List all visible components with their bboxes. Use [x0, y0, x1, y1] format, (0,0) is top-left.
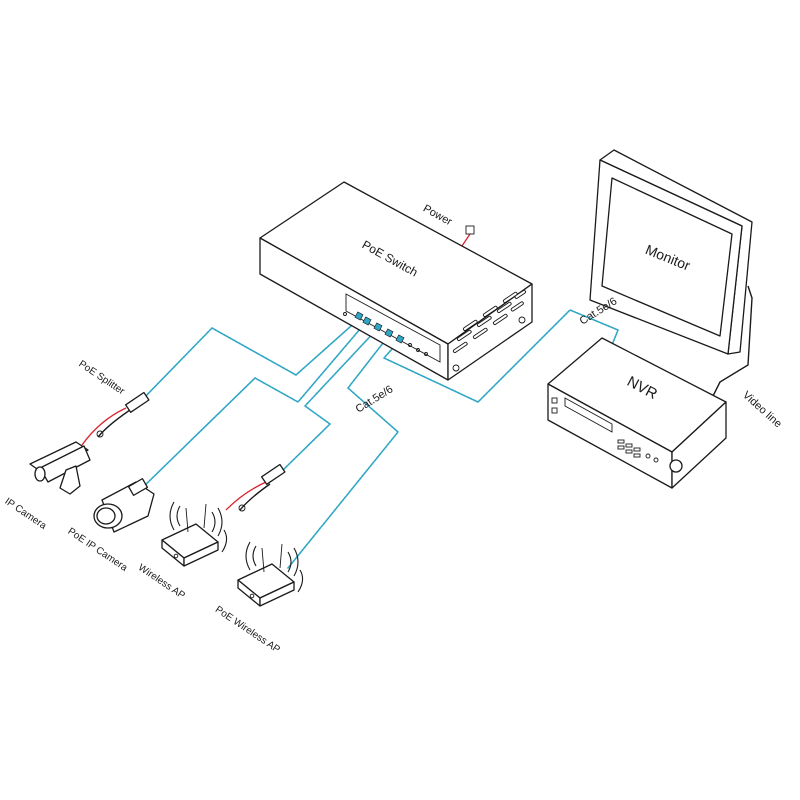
splitter-connector [96, 430, 104, 438]
wireless-ap-side [183, 541, 219, 567]
switch-led-1 [343, 312, 347, 316]
poe-wireless-ap-led [249, 593, 255, 599]
nvr-indicator [645, 453, 651, 459]
switch-right-face [447, 283, 533, 381]
poe-wireless-ap-label: PoE Wireless AP [213, 604, 282, 656]
poe-ip-camera: PoE IP Camera [66, 478, 155, 574]
switch-vents [452, 289, 526, 372]
switch-vent [452, 341, 468, 353]
cable-to-nvr [383, 309, 619, 403]
switch-screw [452, 364, 460, 372]
poe-splitter-ap [238, 463, 286, 512]
cable-to-wireless-ap-splitter [282, 327, 379, 471]
power-socket [465, 225, 475, 235]
poe-splitter-label: PoE Splitter [76, 359, 126, 398]
switch-ports [343, 311, 428, 356]
splitter-connector [238, 504, 246, 512]
poe-splitter-body [260, 463, 286, 485]
splitter-power-cable-ap [225, 481, 267, 511]
nvr-button [551, 397, 558, 404]
ip-camera-body [39, 445, 91, 483]
switch-led-2 [408, 343, 412, 347]
wireless-signal-icon [245, 541, 304, 593]
switch-vent [472, 327, 488, 339]
poe-ip-camera-label: PoE IP Camera [66, 526, 130, 574]
switch-vent [456, 329, 472, 341]
nvr-led [633, 453, 641, 458]
wireless-ap-led [173, 553, 179, 559]
poe-wireless-ap: PoE Wireless AP [213, 541, 304, 656]
nvr-led-panel [617, 439, 659, 463]
switch-port-2 [362, 316, 372, 326]
poe-splitter-top: PoE Splitter [76, 359, 150, 438]
wireless-ap-antenna [185, 507, 189, 533]
switch-vent [492, 313, 508, 325]
poe-wireless-ap-antenna [261, 547, 265, 573]
cable-to-poe-splitter [139, 317, 361, 403]
switch-port-3 [373, 322, 383, 332]
ip-camera: IP Camera [3, 441, 91, 532]
nvr-power-knob [669, 459, 683, 473]
switch-port-1 [354, 311, 364, 321]
nvr-led [625, 443, 633, 448]
switch-vent [476, 315, 492, 327]
video-line-label: Video line [740, 389, 784, 430]
nvr-led [617, 445, 625, 450]
ip-camera-mount [59, 465, 81, 495]
splitter-power-cable-camera [81, 407, 127, 446]
poe-wireless-ap-side [259, 581, 295, 607]
wireless-signal-icon [169, 501, 228, 553]
nvr-disk-bay [564, 397, 613, 433]
cable-to-poe-ip-camera [137, 321, 367, 493]
ip-camera-lens [34, 466, 46, 482]
poe-switch: PoE Switch Power [259, 181, 533, 381]
switch-port-panel [345, 293, 441, 363]
monitor: Monitor [589, 149, 753, 355]
power-label: Power [421, 203, 454, 229]
nvr-button [551, 407, 558, 414]
switch-led-4 [424, 352, 428, 356]
network-cables [81, 233, 753, 569]
switch-vent [462, 319, 478, 331]
switch-port-4 [384, 328, 394, 338]
switch-led-3 [416, 348, 420, 352]
poe-splitter-body [124, 391, 150, 413]
nvr-side-face [671, 401, 727, 489]
switch-vent [510, 301, 524, 312]
nvr-led [625, 449, 633, 454]
wireless-ap: Wireless AP [136, 501, 228, 602]
nvr: NVR [547, 337, 727, 489]
poe-ip-camera-mount [127, 478, 149, 496]
poe-wireless-ap-antenna [279, 543, 283, 569]
switch-vent [502, 291, 518, 303]
cable-to-poe-wireless-ap [287, 333, 399, 569]
monitor-screen [601, 177, 733, 337]
switch-vent [496, 301, 512, 313]
switch-vent [482, 305, 498, 317]
switch-screw [518, 316, 526, 324]
wireless-ap-antenna [203, 503, 207, 529]
nvr-led [617, 439, 625, 444]
nvr-indicator [653, 457, 659, 463]
wireless-ap-label: Wireless AP [136, 562, 187, 601]
switch-port-5 [395, 334, 405, 344]
nvr-led [633, 447, 641, 452]
ip-camera-label: IP Camera [3, 496, 49, 532]
switch-vent [514, 289, 526, 299]
splitter-lan-cable-ap [239, 483, 271, 511]
poe-ip-camera-lens [96, 507, 116, 525]
video-line-cable [711, 285, 753, 399]
splitter-lan-cable-camera [97, 409, 131, 438]
